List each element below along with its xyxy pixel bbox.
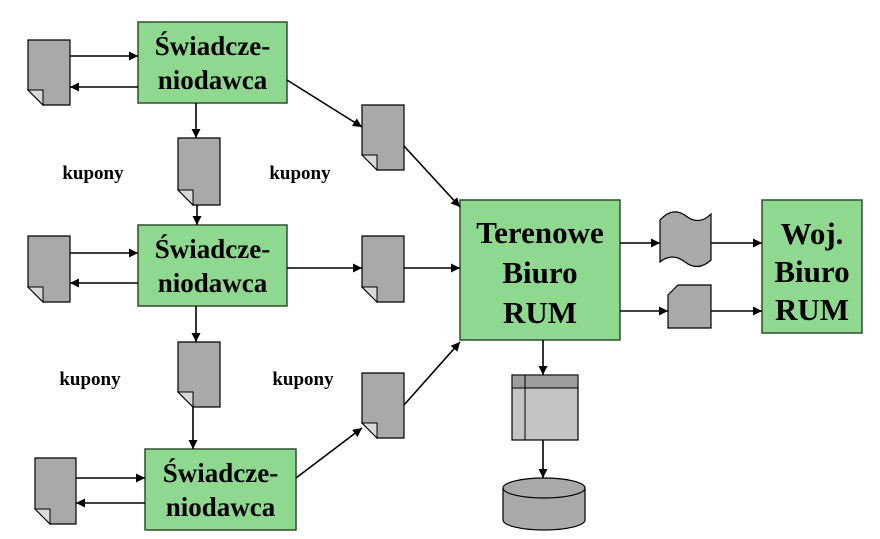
- provider-box-1: Świadcze- niodawca: [137, 21, 288, 104]
- punched-tape-icon: [659, 211, 712, 268]
- arrow-report-3-to-local-office: [403, 341, 461, 406]
- coupon-label: kupony: [59, 369, 121, 390]
- regional-office-line2: Biuro: [774, 254, 849, 289]
- document-icon-provider-1-left: [26, 39, 71, 107]
- coupon-label: kupony: [272, 369, 334, 390]
- provider-box-1-line1: Świadcze-: [155, 31, 270, 61]
- disk-storage-icon: [502, 477, 586, 531]
- regional-office-line3: RUM: [775, 292, 849, 327]
- local-office-line1: Terenowe: [476, 215, 603, 250]
- data-file-icon: [511, 374, 579, 441]
- coupon-label: kupony: [269, 163, 331, 184]
- document-icon-provider-2-right: [360, 235, 405, 304]
- coupon-label: kupony: [62, 163, 124, 184]
- document-icon-provider-3-right: [360, 372, 405, 440]
- arrow-provider-3-to-report: [295, 427, 363, 479]
- punched-card-icon: [667, 284, 712, 329]
- provider-box-2-line2: niodawca: [158, 268, 268, 298]
- document-icon-coupons-2: [176, 341, 221, 409]
- document-icon-provider-1-right: [360, 104, 405, 172]
- provider-box-3-line2: niodawca: [166, 492, 276, 522]
- provider-box-3: Świadcze- niodawca: [144, 448, 297, 531]
- regional-office-box: Woj. Biuro RUM: [761, 199, 863, 334]
- document-icon-provider-2-left: [26, 235, 71, 304]
- provider-box-1-line2: niodawca: [158, 65, 268, 95]
- document-icon-coupons-1: [176, 137, 221, 207]
- provider-box-2: Świadcze- niodawca: [137, 224, 288, 307]
- local-office-line2: Biuro: [502, 255, 577, 290]
- local-office-box: Terenowe Biuro RUM: [459, 199, 621, 341]
- arrow-report-1-to-local-office: [403, 145, 461, 208]
- local-office-line3: RUM: [503, 295, 577, 330]
- arrow-provider-1-to-report: [286, 79, 363, 128]
- regional-office-line1: Woj.: [781, 216, 844, 251]
- provider-box-3-line1: Świadcze-: [163, 458, 278, 488]
- document-icon-provider-3-left: [33, 457, 77, 526]
- provider-box-2-line1: Świadcze-: [155, 234, 270, 264]
